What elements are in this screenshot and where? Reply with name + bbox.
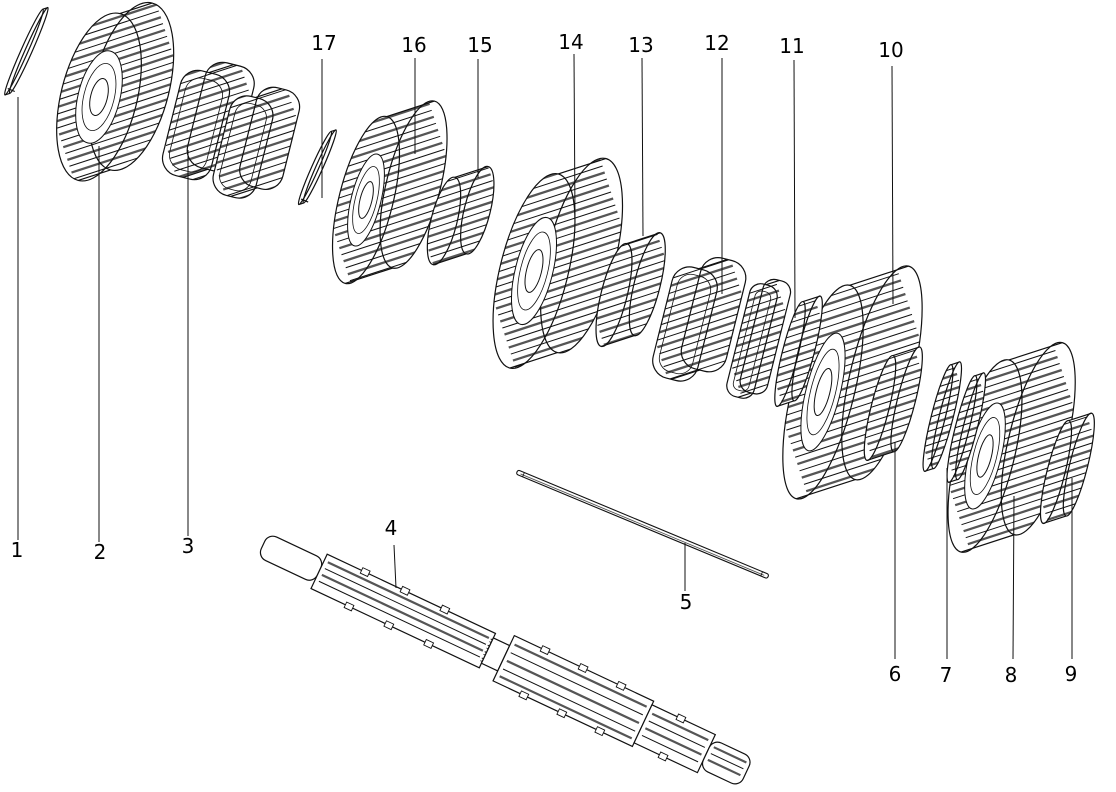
leader-line-11: [793, 59, 796, 319]
leader-line-8: [1012, 495, 1015, 660]
part-number-label-6: 6: [889, 662, 902, 686]
part-number-label-3: 3: [182, 534, 195, 558]
part-number-label-5: 5: [680, 590, 693, 614]
part-5-shift-rod: [516, 469, 769, 579]
leader-line-13: [641, 57, 644, 237]
part-number-label-2: 2: [94, 540, 107, 564]
part-2-gear: [41, 0, 190, 190]
leader-line-14: [573, 53, 576, 221]
part-number-label-8: 8: [1005, 663, 1018, 687]
part-number-label-15: 15: [467, 33, 492, 57]
part-17-snap-ring: [297, 129, 337, 206]
part-number-label-4: 4: [385, 516, 398, 540]
part-number-label-9: 9: [1065, 662, 1078, 686]
part-number-label-7: 7: [940, 663, 953, 687]
part-number-label-14: 14: [558, 30, 583, 54]
leader-line-10: [891, 65, 894, 305]
part-12-synchro-set: [648, 253, 793, 401]
part-13-pinion: [588, 229, 673, 350]
part-number-label-13: 13: [628, 33, 653, 57]
part-4-splined-mainshaft: [259, 535, 751, 785]
part-1-snap-ring: [4, 6, 49, 96]
part-number-label-12: 12: [704, 31, 729, 55]
part-number-label-1: 1: [11, 538, 24, 562]
part-number-label-17: 17: [311, 31, 336, 55]
part-number-label-16: 16: [401, 33, 426, 57]
part-15-pinion: [420, 163, 501, 268]
part-number-label-11: 11: [779, 34, 804, 58]
leader-line-4: [393, 544, 397, 589]
part-3-gear-set: [158, 58, 304, 202]
part-number-label-10: 10: [878, 38, 903, 62]
